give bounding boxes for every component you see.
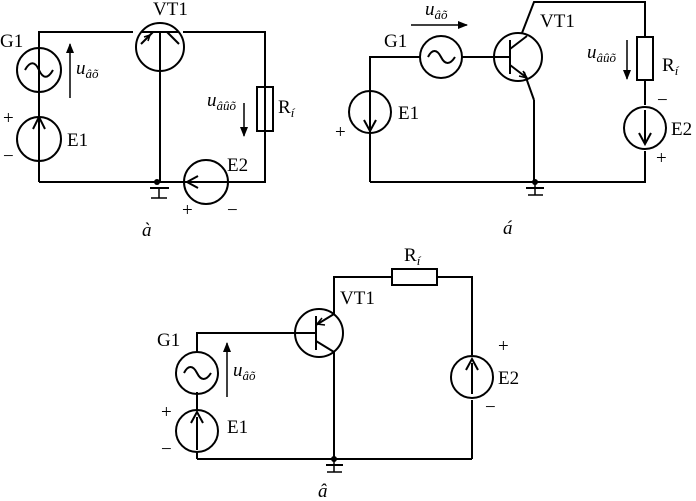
circuit-a-label-g1: G1: [0, 31, 23, 52]
circuit-c-label-g1: G1: [157, 330, 180, 351]
circuit-c-label-r: Rí: [404, 245, 422, 268]
circuit-b-wires: [369, 1, 646, 196]
circuit-a-label-e2: E2: [227, 155, 248, 176]
circuit-c-wires: [196, 276, 473, 473]
circuit-c-source-e2: [450, 355, 494, 399]
circuit-b-caption: á: [503, 218, 513, 239]
circuit-c-label-u-in: uâõ: [233, 360, 256, 383]
circuit-c-resistor-r: [391, 268, 438, 286]
circuit-b-label-u-out: uâûõ: [587, 42, 617, 65]
circuit-b-e2-minus: −: [657, 90, 668, 111]
circuit-c-e2-plus: +: [498, 336, 509, 357]
circuit-a-e2-plus: +: [182, 200, 193, 221]
circuit-a-generator-g1: [16, 47, 62, 93]
circuit-a-label-e1: E1: [67, 130, 88, 151]
circuit-a-e2-minus: −: [227, 200, 238, 221]
circuit-a-caption: à: [142, 220, 152, 241]
circuit-b-label-g1: G1: [384, 31, 407, 52]
circuit-a-label-r: Rí: [278, 97, 296, 120]
circuit-a-transistor-vt1: [135, 22, 185, 72]
circuit-b-e2-plus: +: [656, 148, 667, 169]
circuit-b-transistor-vt1: [493, 32, 543, 82]
circuit-c-source-e1: [175, 409, 219, 453]
circuit-c-e1-plus: +: [161, 402, 172, 423]
circuit-c-transistor-vt1: [294, 308, 344, 358]
circuit-c-e2-minus: −: [485, 397, 496, 418]
circuit-b-source-e2: [623, 106, 667, 150]
circuit-a-label-u-out: uâûõ: [207, 90, 237, 113]
circuit-a-resistor-r: [256, 86, 274, 132]
circuit-c-generator-g1: [175, 351, 219, 395]
circuit-a-e1-minus: −: [3, 146, 14, 167]
circuit-a: G1 E1 VT1 E2 Rí uâõ uâûõ + − + − à: [0, 0, 296, 241]
circuit-a-source-e2: [183, 159, 229, 205]
circuit-c-e1-minus: −: [161, 439, 172, 460]
circuit-b-voltage-arrows: [411, 21, 631, 80]
circuit-b-e1-plus: +: [335, 122, 346, 143]
circuit-a-e1-plus: +: [3, 108, 14, 129]
circuit-b-label-vt1: VT1: [540, 11, 575, 32]
circuit-c-caption: â: [318, 481, 328, 501]
circuit-a-label-vt1: VT1: [153, 0, 188, 20]
circuit-c-label-e1: E1: [227, 417, 248, 438]
circuit-b-label-e1: E1: [398, 103, 419, 124]
circuit-b-resistor-r: [636, 36, 654, 81]
circuit-c: G1 E1 VT1 E2 Rí uâõ + − + − â: [157, 245, 519, 501]
circuit-c-label-vt1: VT1: [340, 288, 375, 309]
circuit-a-label-u-in: uâõ: [76, 58, 99, 81]
circuit-b-generator-g1: [419, 35, 463, 79]
circuit-b-label-e2: E2: [671, 119, 692, 140]
circuit-b-source-e1: [348, 90, 392, 134]
circuit-b: G1 E1 VT1 E2 Rí uâõ uâûõ + − + á: [335, 0, 692, 239]
circuit-b-label-r: Rí: [662, 55, 680, 78]
circuit-b-label-u-in: uâõ: [425, 0, 448, 22]
circuit-c-label-e2: E2: [498, 368, 519, 389]
circuit-a-source-e1: [16, 114, 62, 162]
circuit-a-voltage-arrows: [66, 43, 248, 137]
